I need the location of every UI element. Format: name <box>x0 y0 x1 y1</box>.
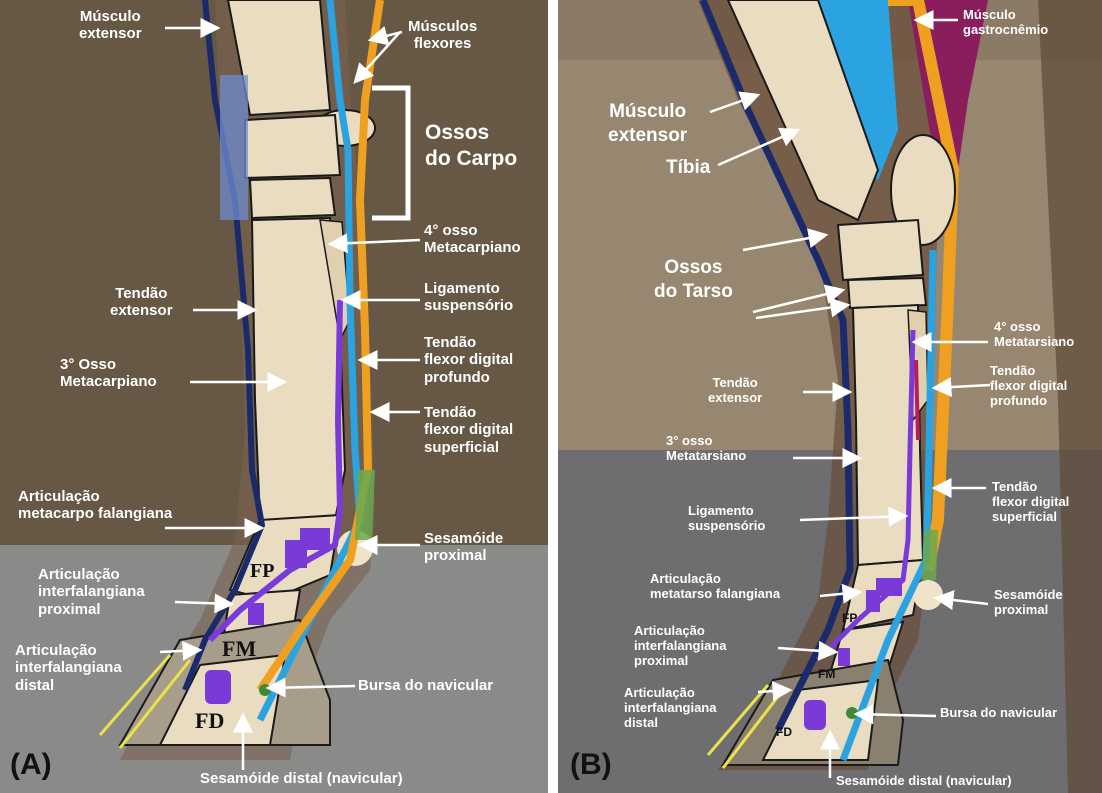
label-a-fp: FP <box>250 560 274 583</box>
carpal-bones <box>245 115 340 178</box>
label-b-sesamoide-distal: Sesamóide distal (navicular) <box>836 774 1012 789</box>
label-a-bursa-navicular: Bursa do navicular <box>358 677 493 694</box>
label-a-fd: FD <box>195 708 224 734</box>
purple-block-2 <box>285 540 307 568</box>
purple-block-4 <box>804 700 826 730</box>
tarsal-bones-upper <box>838 220 923 280</box>
panel-b-letter: (B) <box>570 748 612 782</box>
label-a-sesamoide-distal: Sesamóide distal (navicular) <box>200 770 403 787</box>
label-b-fm: FM <box>818 668 835 682</box>
panel-a-letter: (A) <box>10 748 52 782</box>
label-b-tibia: Tíbia <box>666 156 710 180</box>
tarsal-bones-lower <box>848 278 926 308</box>
label-a-fm: FM <box>222 636 256 662</box>
red-accent <box>916 360 918 440</box>
navicular-bursa <box>259 684 271 696</box>
purple-block-3 <box>248 603 264 625</box>
extensor-muscle-sheath <box>220 75 248 220</box>
label-b-bursa-navicular: Bursa do navicular <box>940 706 1057 721</box>
label-b-fp: FP <box>842 612 857 626</box>
label-b-fd: FD <box>776 726 792 740</box>
purple-block-2 <box>866 590 880 612</box>
purple-block-4 <box>205 670 231 704</box>
distal-carpal-row <box>250 178 335 218</box>
purple-block-3 <box>838 648 850 666</box>
